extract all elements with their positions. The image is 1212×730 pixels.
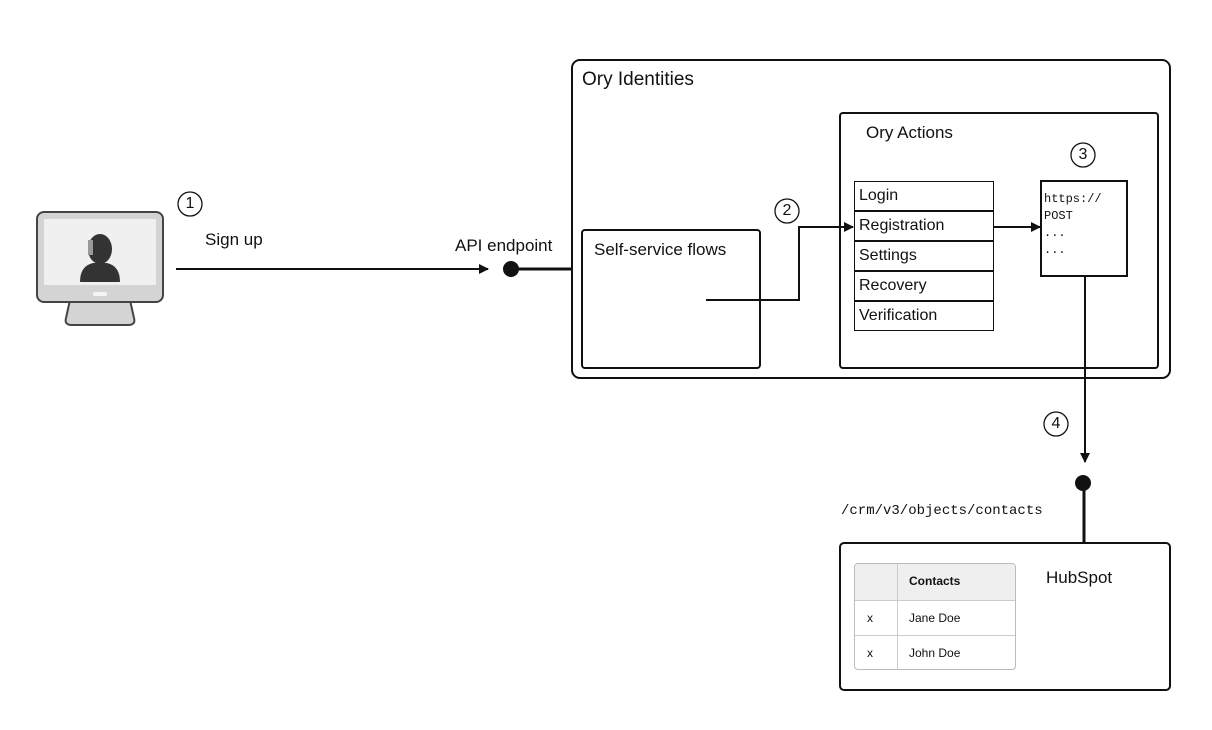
flow-recovery: Recovery — [854, 271, 994, 301]
ory-identities-box — [571, 59, 1171, 379]
table-row: x John Doe — [855, 635, 1015, 669]
ory-actions-title: Ory Actions — [866, 123, 953, 142]
hubspot-box — [839, 542, 1171, 691]
flow-registration: Registration — [854, 211, 994, 241]
contacts-table: Contacts x Jane Doe x John Doe — [854, 563, 1016, 670]
webhook-method: POST — [1044, 209, 1073, 223]
ory-actions-box — [839, 112, 1159, 369]
hubspot-title: HubSpot — [1046, 568, 1113, 587]
webhook-line: ... — [1044, 243, 1066, 257]
ory-identities-title: Ory Identities — [582, 69, 694, 90]
flow-to-registration-arrow — [706, 222, 854, 301]
webhook-line: ... — [1044, 226, 1066, 240]
self-service-title: Self-service flows — [594, 240, 727, 259]
contacts-header: Contacts — [909, 574, 961, 588]
webhook-url: https:// — [1044, 192, 1102, 206]
table-header: Contacts — [855, 564, 1015, 600]
crm-endpoint-label: /crm/v3/objects/contacts — [841, 503, 1043, 519]
step-2-badge: 2 — [782, 202, 792, 219]
webhook-content: https:// POST ... ... — [1044, 191, 1102, 259]
flow-settings: Settings — [854, 241, 994, 271]
table-row: x Jane Doe — [855, 600, 1015, 636]
sign-up-label: Sign up — [205, 230, 263, 249]
step-4-badge: 4 — [1051, 415, 1061, 432]
step-3-badge: 3 — [1078, 146, 1088, 163]
step-1-badge: 1 — [185, 195, 195, 212]
user-monitor-icon — [36, 211, 164, 326]
api-endpoint-label: API endpoint — [455, 236, 553, 255]
flow-login: Login — [854, 181, 994, 211]
flow-verification: Verification — [854, 301, 994, 331]
